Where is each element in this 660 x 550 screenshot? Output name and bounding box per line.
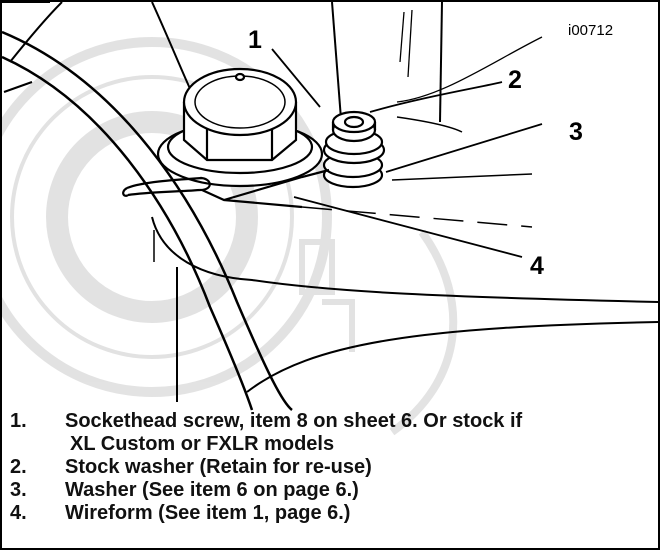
legend-number: 3. xyxy=(10,479,27,501)
legend-item-4: 4. Wireform (See item 1, page 6.) xyxy=(2,502,658,525)
legend-number: 2. xyxy=(10,456,27,478)
legend-item-1: 1. Sockethead screw, item 8 on sheet 6. … xyxy=(2,410,658,433)
figure-id: i00712 xyxy=(568,22,614,39)
legend-number: 4. xyxy=(10,502,27,524)
legend-item-3: 3. Washer (See item 6 on page 6.) xyxy=(2,479,658,502)
legend-item-2: 2. Stock washer (Retain for re-use) xyxy=(2,456,658,479)
callout-2: 2 xyxy=(508,66,522,94)
legend-item-1-continued: XL Custom or FXLR models xyxy=(2,433,658,456)
legend-text: Wireform (See item 1, page 6.) xyxy=(65,502,351,524)
legend-text-continued: XL Custom or FXLR models xyxy=(70,433,335,455)
callout-3: 3 xyxy=(569,118,583,146)
watermark-seal xyxy=(2,37,458,436)
wireform xyxy=(122,168,330,209)
filler-cap xyxy=(156,67,324,188)
legend-text: Stock washer (Retain for re-use) xyxy=(65,456,372,478)
screw-assembly xyxy=(322,110,386,189)
callout-4: 4 xyxy=(530,252,544,280)
legend-number: 1. xyxy=(10,410,27,432)
legend-text: Washer (See item 6 on page 6.) xyxy=(65,479,359,501)
legend: 1. Sockethead screw, item 8 on sheet 6. … xyxy=(2,410,658,525)
callout-1: 1 xyxy=(248,26,262,54)
leader-lines xyxy=(271,48,543,258)
legend-text: Sockethead screw, item 8 on sheet 6. Or … xyxy=(65,410,523,432)
